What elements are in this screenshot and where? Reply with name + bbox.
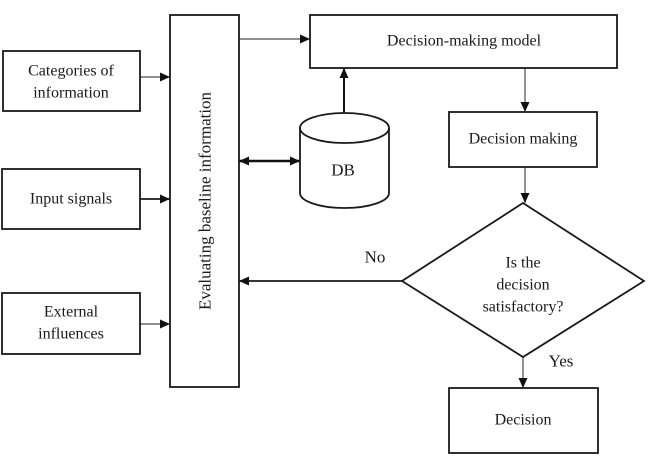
satisfactory-label-line-1: Is the bbox=[505, 255, 540, 272]
input-signals-node bbox=[1, 168, 141, 230]
decision-making-label: Decision making bbox=[469, 131, 578, 148]
yes-edge-label: Yes bbox=[549, 352, 574, 371]
no-edge-label: No bbox=[365, 248, 386, 267]
evaluating-baseline-node bbox=[169, 14, 240, 388]
categories-label-line-2: information bbox=[33, 85, 109, 102]
external-influences-label-line-2: influences bbox=[38, 326, 104, 343]
satisfactory-decision-diamond bbox=[400, 201, 646, 359]
external-influences-label-line-1: External bbox=[44, 304, 99, 321]
input-signals-label: Input signals bbox=[30, 191, 112, 208]
categories-of-information-node bbox=[2, 50, 141, 112]
satisfactory-label-line-2: decision bbox=[496, 277, 549, 294]
decision-making-model-node bbox=[309, 14, 618, 69]
db-cylinder-top bbox=[299, 112, 390, 144]
db-label: DB bbox=[331, 161, 355, 180]
decision-making-node bbox=[448, 111, 598, 168]
satisfactory-label-line-3: satisfactory? bbox=[483, 299, 564, 316]
decision-label: Decision bbox=[495, 412, 552, 429]
db-cylinder-node: DB bbox=[299, 112, 390, 209]
external-influences-node bbox=[1, 292, 141, 355]
decision-node bbox=[448, 387, 599, 454]
decision-making-model-label: Decision-making model bbox=[387, 33, 542, 50]
categories-label-line-1: Categories of bbox=[28, 63, 114, 80]
db-cylinder-body bbox=[299, 128, 390, 209]
evaluating-baseline-label: Evaluating baseline information bbox=[196, 91, 215, 310]
